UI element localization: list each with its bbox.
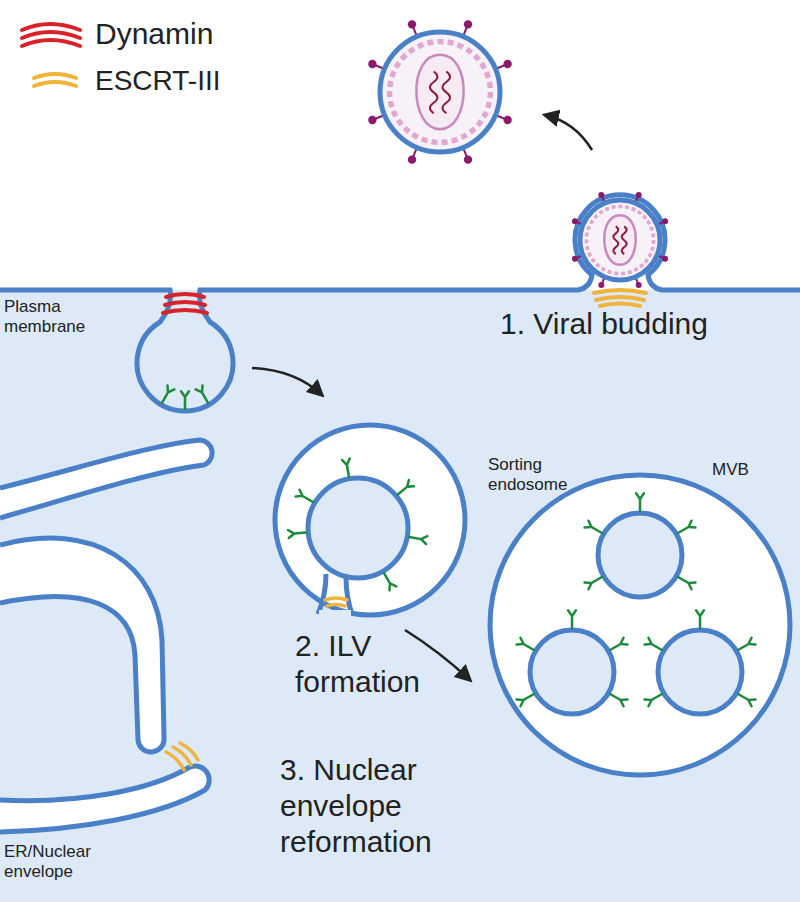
viral-matrix <box>586 206 653 273</box>
dynamin-ring <box>163 294 207 313</box>
viral-matrix <box>390 42 491 143</box>
receptor <box>678 521 695 533</box>
legend-text: ESCRT-III <box>95 64 295 98</box>
legend-dynamin-sample <box>22 24 80 46</box>
neck-opening <box>319 610 351 619</box>
generated-art <box>162 20 755 706</box>
structure-label: ER/Nuclear envelope <box>4 842 134 883</box>
receptor <box>738 638 755 650</box>
er-sheets <box>0 440 212 832</box>
multivesicular-body <box>490 475 790 775</box>
viral-spike-head <box>598 192 604 198</box>
viral-capsid <box>416 55 463 129</box>
receptor <box>196 385 208 402</box>
legend-text: Dynamin <box>95 16 295 52</box>
viral-rna <box>622 226 627 254</box>
receptor <box>517 638 534 650</box>
structure-label: MVB <box>712 460 782 480</box>
legend-escrt-sample <box>34 74 76 86</box>
viral-envelope <box>380 32 500 152</box>
viral-rna <box>443 72 451 114</box>
intraluminal-vesicles <box>530 513 742 714</box>
viral-spike-head <box>572 256 578 262</box>
step-label: 3. Nuclear envelope reformation <box>280 752 465 860</box>
receptor <box>342 459 350 477</box>
viral-spike-head <box>598 282 604 288</box>
structure-label: Plasma membrane <box>4 297 124 338</box>
viral-spike-head <box>662 218 668 224</box>
receptor <box>645 638 662 650</box>
viral-spike-head <box>636 282 642 288</box>
step-label: 1. Viral budding <box>500 306 795 342</box>
viral-spike-head <box>464 20 472 28</box>
viral-spike-head <box>662 256 668 262</box>
viral-spike-head <box>368 60 376 68</box>
receptor <box>610 638 627 650</box>
viral-spike-head <box>503 116 511 124</box>
escrt-iii-spiral <box>325 598 347 606</box>
process-arrows <box>252 115 592 680</box>
step-label: 2. ILV formation <box>295 628 445 700</box>
viral-spike-head <box>408 20 416 28</box>
receptor <box>738 694 755 706</box>
receptor <box>181 391 189 409</box>
viral-envelope <box>580 200 660 280</box>
receptor <box>636 493 644 511</box>
receptor <box>585 521 602 533</box>
viral-rna <box>613 226 618 254</box>
receptor <box>288 530 306 538</box>
receptor <box>585 577 602 589</box>
viral-capsid <box>604 215 636 265</box>
viral-rna <box>430 72 438 114</box>
plasma-membrane <box>0 195 800 411</box>
receptor <box>409 536 427 544</box>
receptor <box>645 694 662 706</box>
receptor <box>517 694 534 706</box>
receptor <box>696 610 704 628</box>
receptor <box>296 490 313 502</box>
receptor <box>384 573 396 590</box>
structure-label: Sorting endosome <box>488 455 608 496</box>
ilv-neck <box>318 574 352 614</box>
receptor <box>568 610 576 628</box>
viral-spike-head <box>503 60 511 68</box>
receptor <box>610 694 627 706</box>
viral-spike-head <box>464 155 472 163</box>
sorting-endosome <box>275 425 465 615</box>
forming-ilv <box>308 478 408 578</box>
cytoplasm <box>0 290 800 902</box>
viral-spike-head <box>408 155 416 163</box>
viral-spike-head <box>572 218 578 224</box>
escrt-iii-spiral <box>166 743 198 770</box>
viral-spike-head <box>368 116 376 124</box>
escrt-iii-spiral <box>594 290 646 306</box>
receptor <box>678 577 695 589</box>
receptor <box>398 480 414 494</box>
receptor <box>162 385 174 402</box>
viral-spike-head <box>636 192 642 198</box>
